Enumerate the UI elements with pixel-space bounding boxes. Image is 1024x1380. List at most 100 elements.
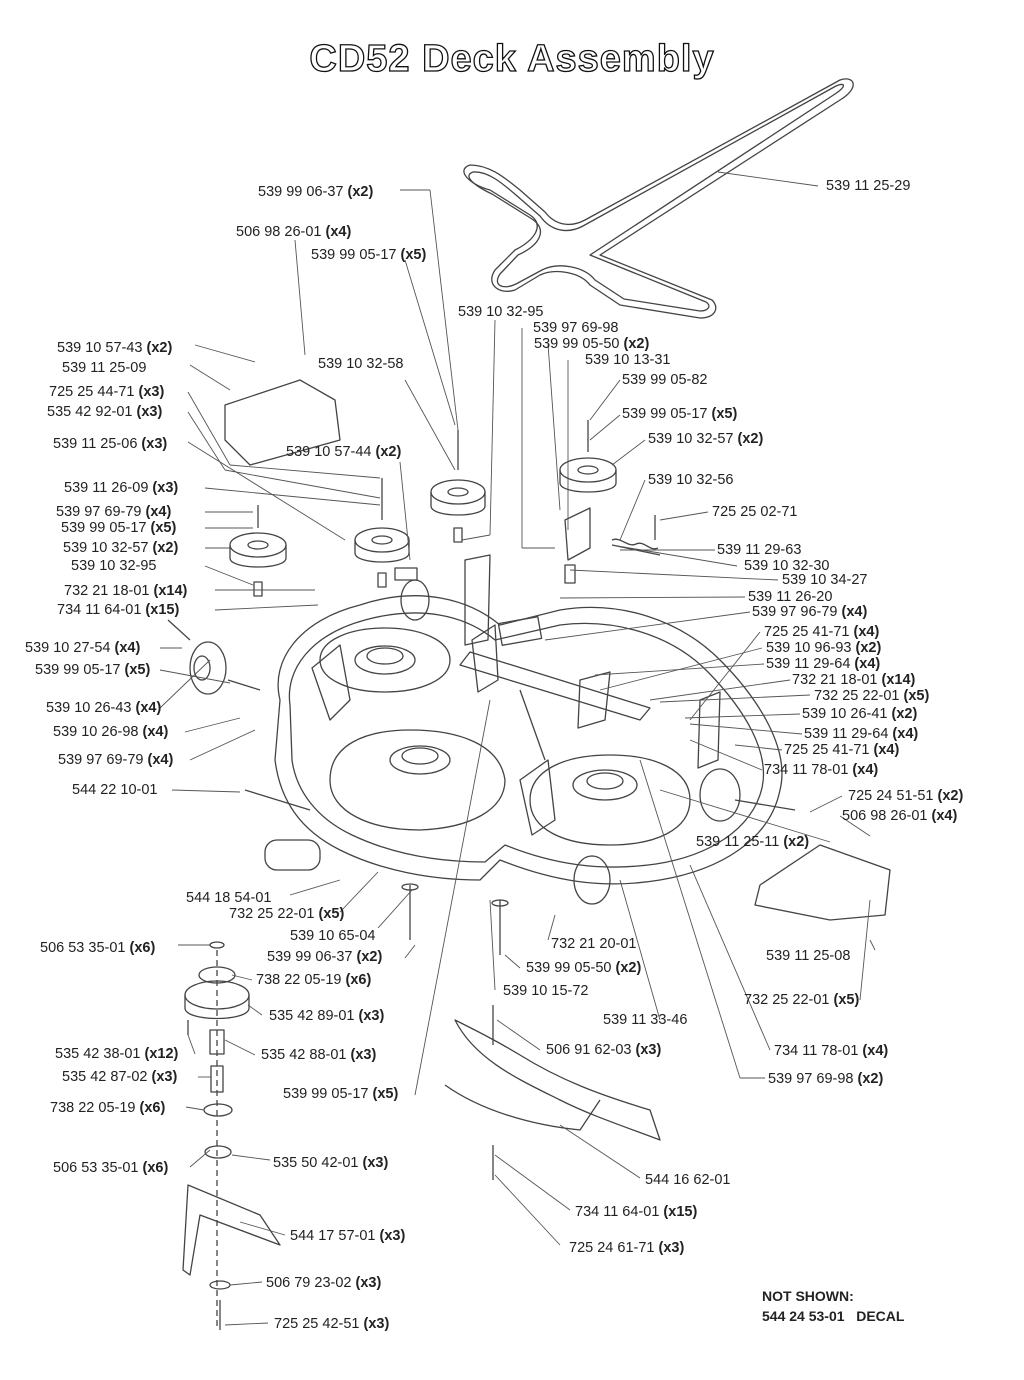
part-quantity: (x4) xyxy=(841,604,868,620)
part-label: 539 10 57-43 (x2) xyxy=(57,340,172,356)
part-label: 725 25 41-71 (x4) xyxy=(784,742,899,758)
part-quantity: (x2) xyxy=(891,706,918,722)
discharge-deflector xyxy=(444,1005,661,1180)
part-number: 539 99 05-17 xyxy=(311,247,397,263)
part-quantity: (x4) xyxy=(147,752,174,768)
part-quantity: (x6) xyxy=(142,1160,169,1176)
part-number: 535 50 42-01 xyxy=(273,1155,359,1171)
part-number: 725 24 61-71 xyxy=(569,1240,655,1256)
part-quantity: (x3) xyxy=(136,404,163,420)
part-label: 539 99 05-17 (x5) xyxy=(35,662,150,678)
part-label: 535 50 42-01 (x3) xyxy=(273,1155,388,1171)
part-number: 725 25 41-71 xyxy=(784,742,870,758)
part-number: 539 10 26-98 xyxy=(53,724,139,740)
part-number: 539 99 05-17 xyxy=(61,520,147,536)
part-number: 734 11 78-01 xyxy=(764,762,849,778)
part-quantity: (x6) xyxy=(345,972,372,988)
part-number: 539 11 25-08 xyxy=(766,948,851,964)
part-quantity: (x5) xyxy=(711,406,738,422)
part-label: 725 24 61-71 (x3) xyxy=(569,1240,684,1256)
part-label: 539 10 26-41 (x2) xyxy=(802,706,917,722)
part-quantity: (x3) xyxy=(379,1228,406,1244)
part-label: 539 11 25-08 xyxy=(766,948,850,964)
part-number: 539 11 29-63 xyxy=(717,542,802,558)
part-number: 539 10 32-95 xyxy=(458,304,544,320)
part-number: 544 18 54-01 xyxy=(186,890,272,906)
part-label: 539 11 25-09 xyxy=(62,360,146,376)
part-quantity: (x2) xyxy=(146,340,173,356)
part-number: 539 11 25-06 xyxy=(53,436,138,452)
spindle-stack xyxy=(182,941,281,1330)
part-number: 734 11 78-01 xyxy=(774,1043,859,1059)
not-shown-name: DECAL xyxy=(856,1308,905,1324)
part-label: 539 11 25-06 (x3) xyxy=(53,436,167,452)
part-label: 539 99 05-17 (x5) xyxy=(283,1086,398,1102)
part-quantity: (x3) xyxy=(355,1275,382,1291)
part-number: 539 99 05-50 xyxy=(534,336,620,352)
part-label: 725 25 44-71 (x3) xyxy=(49,384,164,400)
part-quantity: (x2) xyxy=(783,834,810,850)
part-number: 738 22 05-19 xyxy=(256,972,342,988)
part-number: 544 22 10-01 xyxy=(72,782,158,798)
part-quantity: (x4) xyxy=(873,742,900,758)
part-label: 506 79 23-02 (x3) xyxy=(266,1275,381,1291)
part-number: 734 11 64-01 xyxy=(575,1204,660,1220)
part-quantity: (x2) xyxy=(855,640,882,656)
part-quantity: (x2) xyxy=(857,1071,884,1087)
part-label: 539 10 65-04 xyxy=(290,928,375,944)
part-label: 734 11 64-01 (x15) xyxy=(57,602,179,618)
part-number: 732 25 22-01 xyxy=(229,906,315,922)
part-label: 732 21 20-01 xyxy=(551,936,636,952)
part-label: 539 99 05-17 (x5) xyxy=(61,520,176,536)
part-number: 539 10 57-44 xyxy=(286,444,372,460)
part-quantity: (x3) xyxy=(358,1008,385,1024)
misc-hardware xyxy=(167,619,509,955)
part-quantity: (x4) xyxy=(853,624,880,640)
part-number: 539 99 06-37 xyxy=(267,949,353,965)
part-number: 738 22 05-19 xyxy=(50,1100,136,1116)
part-quantity: (x2) xyxy=(615,960,642,976)
part-quantity: (x3) xyxy=(151,1069,178,1085)
part-quantity: (x5) xyxy=(372,1086,399,1102)
part-number: 732 25 22-01 xyxy=(814,688,900,704)
part-quantity: (x3) xyxy=(635,1042,662,1058)
part-label: 539 11 29-64 (x4) xyxy=(804,726,918,742)
part-number: 539 10 32-57 xyxy=(63,540,149,556)
part-label: 539 99 05-50 (x2) xyxy=(526,960,641,976)
part-label: 734 11 78-01 (x4) xyxy=(764,762,878,778)
part-number: 734 11 64-01 xyxy=(57,602,142,618)
part-label: 539 11 26-20 xyxy=(748,589,832,605)
belt xyxy=(463,78,854,319)
part-label: 544 17 57-01 (x3) xyxy=(290,1228,405,1244)
part-quantity: (x4) xyxy=(142,724,169,740)
part-number: 725 25 41-71 xyxy=(764,624,850,640)
idler-pulleys xyxy=(229,420,617,597)
part-label: 506 98 26-01 (x4) xyxy=(842,808,957,824)
part-label: 539 10 32-95 xyxy=(458,304,543,320)
mower-deck-body xyxy=(274,595,783,885)
part-quantity: (x2) xyxy=(937,788,964,804)
part-number: 535 42 89-01 xyxy=(269,1008,355,1024)
part-label: 539 11 29-64 (x4) xyxy=(766,656,880,672)
part-quantity: (x2) xyxy=(623,336,650,352)
part-label: 539 10 57-44 (x2) xyxy=(286,444,401,460)
not-shown-note: NOT SHOWN: 544 24 53-01 DECAL xyxy=(762,1286,904,1326)
part-quantity: (x15) xyxy=(663,1204,698,1220)
part-number: 506 98 26-01 xyxy=(842,808,928,824)
part-number: 539 10 32-56 xyxy=(648,472,734,488)
part-label: 539 99 06-37 (x2) xyxy=(258,184,373,200)
part-number: 535 42 38-01 xyxy=(55,1046,141,1062)
part-number: 732 21 20-01 xyxy=(551,936,637,952)
part-quantity: (x2) xyxy=(152,540,179,556)
part-number: 725 24 51-51 xyxy=(848,788,934,804)
part-number: 539 10 65-04 xyxy=(290,928,376,944)
part-label: 539 10 32-56 xyxy=(648,472,733,488)
part-quantity: (x12) xyxy=(144,1046,179,1062)
part-label: 539 11 33-46 xyxy=(603,1012,687,1028)
part-label: 544 18 54-01 xyxy=(186,890,271,906)
part-quantity: (x3) xyxy=(363,1316,390,1332)
part-number: 539 10 13-31 xyxy=(585,352,671,368)
part-label: 535 42 38-01 (x12) xyxy=(55,1046,178,1062)
part-number: 732 25 22-01 xyxy=(744,992,830,1008)
